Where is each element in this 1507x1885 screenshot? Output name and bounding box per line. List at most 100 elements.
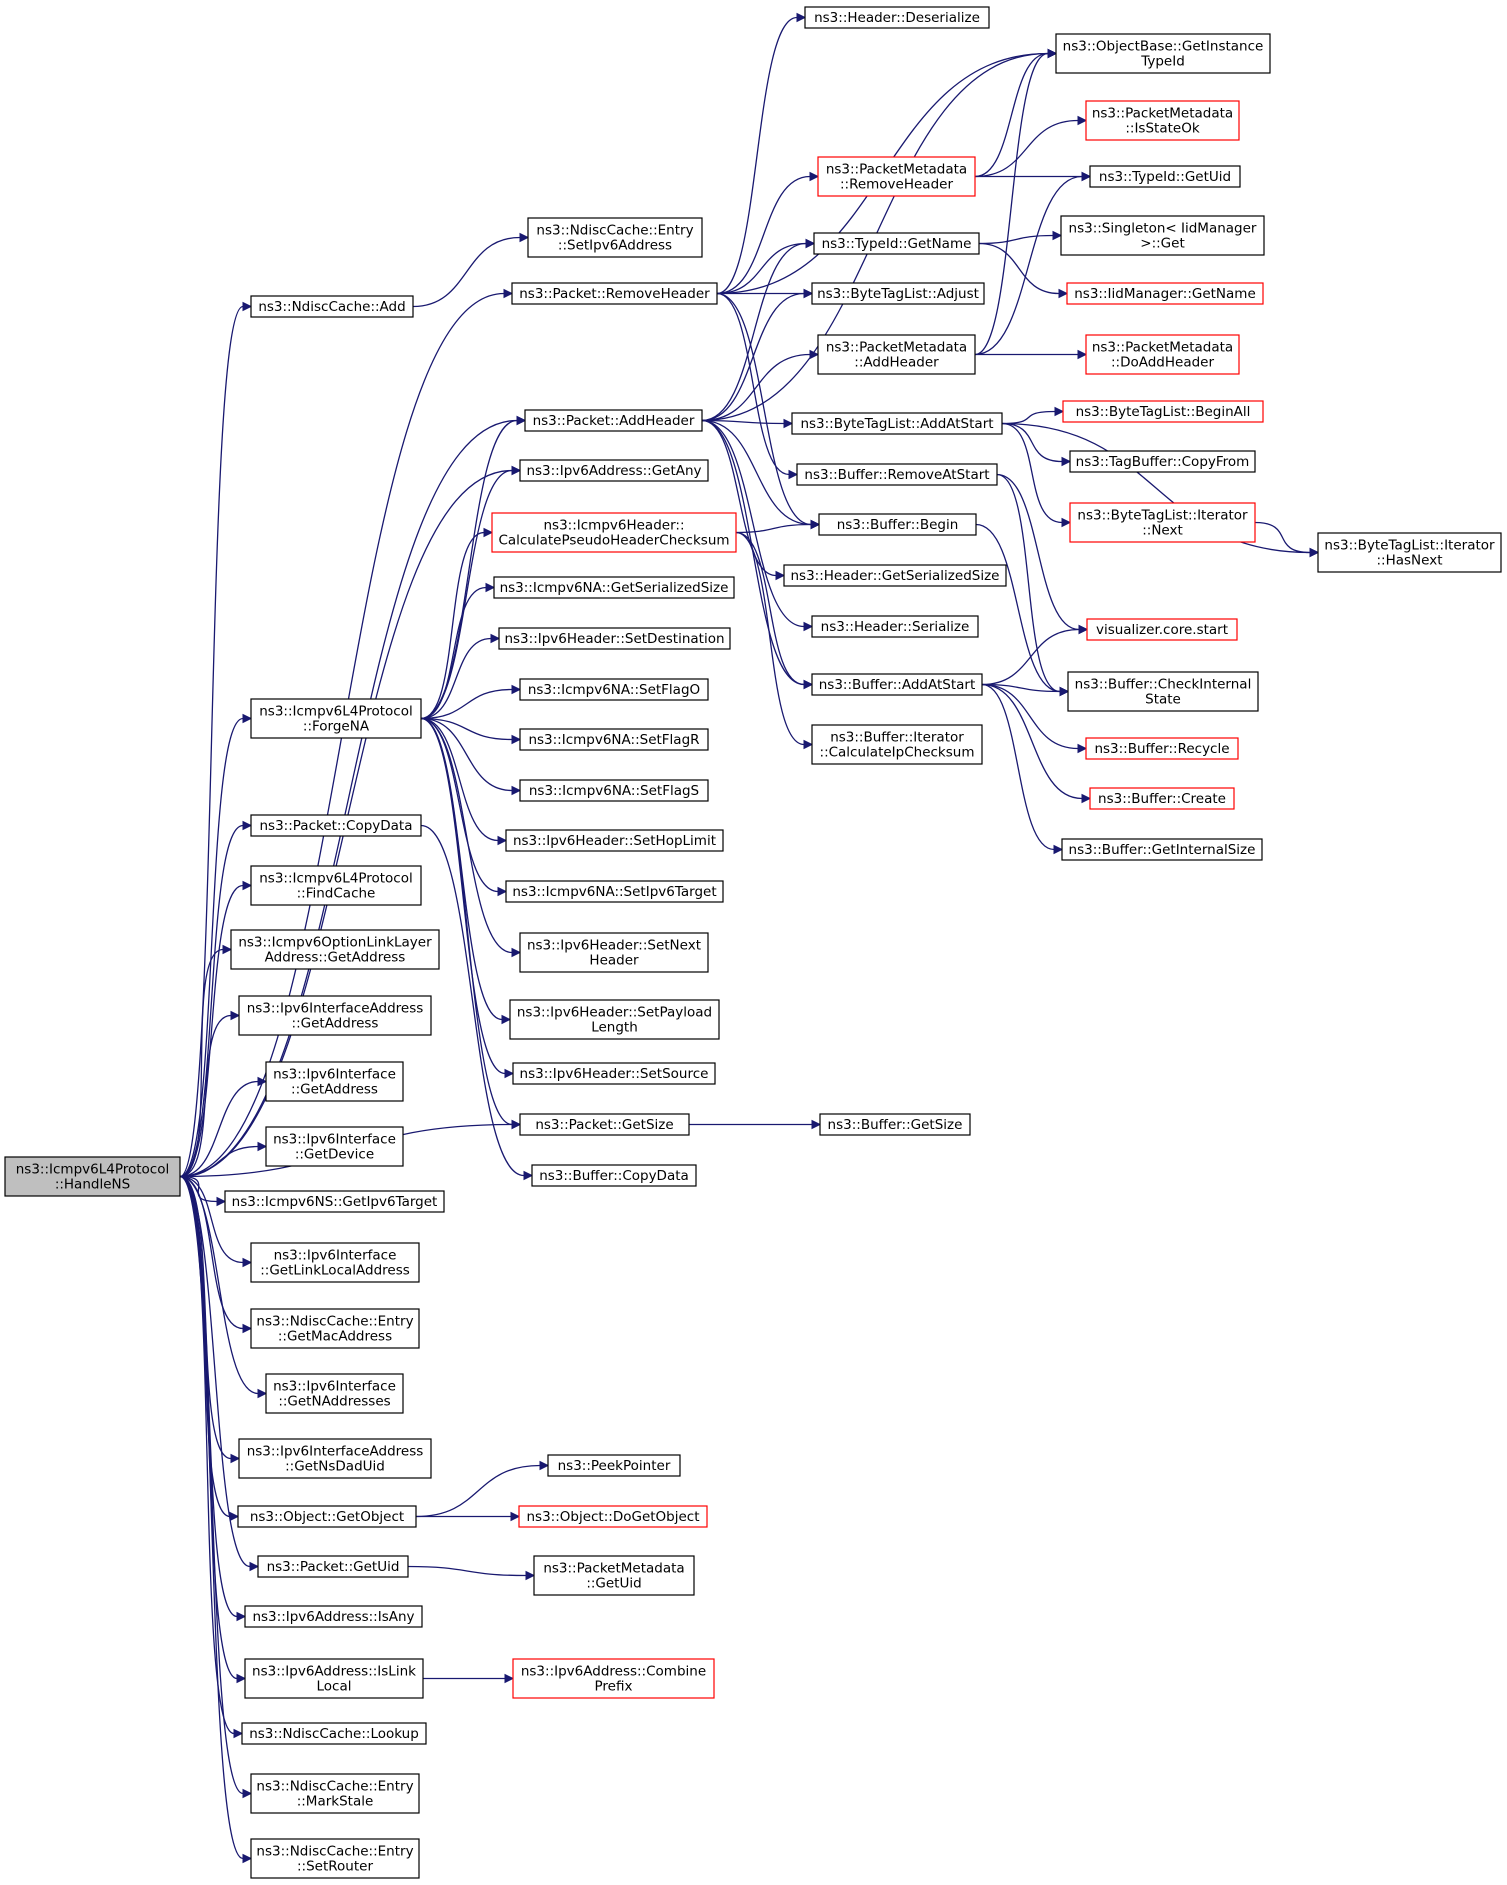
node-label: Header xyxy=(589,953,639,969)
edge-forgena-to-ipv6h-setsource xyxy=(420,717,506,1075)
arrowhead xyxy=(503,288,514,299)
node-buf-getinternalsize[interactable]: ns3::Buffer::GetInternalSize xyxy=(1061,838,1263,861)
node-label: ns3::Header::GetSerializedSize xyxy=(791,568,1000,584)
node-label: ns3::ByteTagList::Adjust xyxy=(817,286,979,302)
node-label: ns3::Buffer::GetInternalSize xyxy=(1069,842,1256,858)
node-iface-getlinklocal[interactable]: ns3::Ipv6Interface::GetLinkLocalAddress xyxy=(250,1242,420,1283)
node-buf-getsize[interactable]: ns3::Buffer::GetSize xyxy=(819,1113,971,1136)
node-na-setflags[interactable]: ns3::Icmpv6NA::SetFlagS xyxy=(519,779,709,802)
node-ndisc-add[interactable]: ns3::NdiscCache::Add xyxy=(250,295,414,318)
node-btl-addatstart[interactable]: ns3::ByteTagList::AddAtStart xyxy=(791,412,1003,435)
node-singleton-get[interactable]: ns3::Singleton< IidManager>::Get xyxy=(1060,215,1265,256)
node-buf-begin[interactable]: ns3::Buffer::Begin xyxy=(818,513,977,536)
node-pkt-copydata[interactable]: ns3::Packet::CopyData xyxy=(250,814,422,837)
node-label: ::GetMacAddress xyxy=(278,1329,392,1345)
node-na-getsersize[interactable]: ns3::Icmpv6NA::GetSerializedSize xyxy=(493,576,735,599)
node-ndisc-lookup[interactable]: ns3::NdiscCache::Lookup xyxy=(241,1722,427,1745)
node-iface-getnaddr[interactable]: ns3::Ipv6Interface::GetNAddresses xyxy=(265,1373,404,1414)
node-label: ns3::Buffer::Recycle xyxy=(1094,741,1229,757)
edge-forgena-to-na-getsersize xyxy=(420,586,487,720)
node-root[interactable]: ns3::Icmpv6L4Protocol::HandleNS xyxy=(4,1156,181,1197)
node-ifaddr-getaddress[interactable]: ns3::Ipv6InterfaceAddress::GetAddress xyxy=(238,995,432,1036)
node-ifaddr-getnsdad[interactable]: ns3::Ipv6InterfaceAddress::GetNsDadUid xyxy=(238,1438,432,1479)
node-entry-markstale[interactable]: ns3::NdiscCache::Entry::MarkStale xyxy=(250,1773,420,1814)
arrowhead xyxy=(242,713,253,724)
node-obj-getobject[interactable]: ns3::Object::GetObject xyxy=(237,1505,417,1528)
node-pm-addheader[interactable]: ns3::PacketMetadata::AddHeader xyxy=(817,334,976,375)
node-btl-beginall[interactable]: ns3::ByteTagList::BeginAll xyxy=(1062,400,1264,423)
node-calc-pseudo[interactable]: ns3::Icmpv6Header::CalculatePseudoHeader… xyxy=(491,512,737,553)
node-pkt-addheader[interactable]: ns3::Packet::AddHeader xyxy=(524,409,703,432)
edge-btl-addatstart-to-btl-iter-next xyxy=(1001,422,1063,524)
node-btl-iter-hasnext[interactable]: ns3::ByteTagList::Iterator::HasNext xyxy=(1317,532,1502,573)
node-label: ns3::ByteTagList::AddAtStart xyxy=(800,416,993,432)
node-buf-recycle[interactable]: ns3::Buffer::Recycle xyxy=(1085,737,1239,760)
node-typeid-getname[interactable]: ns3::TypeId::GetName xyxy=(813,232,980,255)
node-pm-getuid[interactable]: ns3::PacketMetadata::GetUid xyxy=(533,1555,695,1596)
node-ipv6h-setdest[interactable]: ns3::Ipv6Header::SetDestination xyxy=(498,627,731,650)
node-box xyxy=(265,1061,404,1102)
node-optlinklayer[interactable]: ns3::Icmpv6OptionLinkLayerAddress::GetAd… xyxy=(230,929,440,970)
node-label: ns3::Icmpv6NA::SetFlagR xyxy=(528,732,699,748)
node-ipv6h-sethoplimit[interactable]: ns3::Ipv6Header::SetHopLimit xyxy=(505,829,724,852)
node-pm-doaddheader[interactable]: ns3::PacketMetadata::DoAddHeader xyxy=(1085,334,1240,375)
node-vis-start[interactable]: visualizer.core.start xyxy=(1086,618,1238,641)
arrowhead xyxy=(257,1076,268,1087)
node-findcache[interactable]: ns3::Icmpv6L4Protocol::FindCache xyxy=(250,865,422,906)
node-na-setflago[interactable]: ns3::Icmpv6NA::SetFlagO xyxy=(519,678,709,701)
node-buf-create[interactable]: ns3::Buffer::Create xyxy=(1089,787,1235,810)
node-ns-getipv6target[interactable]: ns3::Icmpv6NS::GetIpv6Target xyxy=(224,1190,445,1213)
node-buf-iter-calc[interactable]: ns3::Buffer::Iterator::CalculateIpChecks… xyxy=(811,724,983,765)
node-label: ns3::Singleton< IidManager xyxy=(1069,221,1257,237)
node-hdr-deserialize[interactable]: ns3::Header::Deserialize xyxy=(804,6,990,29)
node-box xyxy=(265,1126,404,1167)
node-btl-iter-next[interactable]: ns3::ByteTagList::Iterator::Next xyxy=(1069,502,1256,543)
node-forgena[interactable]: ns3::Icmpv6L4Protocol::ForgeNA xyxy=(250,698,422,739)
node-pm-removeheader[interactable]: ns3::PacketMetadata::RemoveHeader xyxy=(817,156,976,197)
node-iface-getaddress[interactable]: ns3::Ipv6Interface::GetAddress xyxy=(265,1061,404,1102)
node-iid-getname[interactable]: ns3::IidManager::GetName xyxy=(1066,282,1264,305)
node-iface-getdevice[interactable]: ns3::Ipv6Interface::GetDevice xyxy=(265,1126,404,1167)
node-peekpointer[interactable]: ns3::PeekPointer xyxy=(547,1454,681,1477)
node-btl-adjust[interactable]: ns3::ByteTagList::Adjust xyxy=(811,282,985,305)
node-pm-isstateok[interactable]: ns3::PacketMetadata::IsStateOk xyxy=(1085,100,1240,141)
node-ipv6h-setsource[interactable]: ns3::Ipv6Header::SetSource xyxy=(512,1062,716,1085)
node-buf-addatstart[interactable]: ns3::Buffer::AddAtStart xyxy=(811,673,983,696)
node-label: ns3::Icmpv6L4Protocol xyxy=(259,871,413,887)
node-box xyxy=(250,1308,420,1349)
node-pkt-removeheader[interactable]: ns3::Packet::RemoveHeader xyxy=(511,282,718,305)
node-entry-getmac[interactable]: ns3::NdiscCache::Entry::GetMacAddress xyxy=(250,1308,420,1349)
node-ipv6-getany[interactable]: ns3::Ipv6Address::GetAny xyxy=(519,459,709,482)
node-label: ns3::Icmpv6NA::GetSerializedSize xyxy=(500,580,729,596)
node-tagbuf-copyfrom[interactable]: ns3::TagBuffer::CopyFrom xyxy=(1069,450,1256,473)
edge-buf-begin-to-buf-checkinternal xyxy=(975,523,1061,693)
node-label: ns3::Buffer::GetSize xyxy=(828,1117,963,1133)
node-entry-setrouter[interactable]: ns3::NdiscCache::Entry::SetRouter xyxy=(250,1838,420,1879)
node-entry-setipv6[interactable]: ns3::NdiscCache::Entry::SetIpv6Address xyxy=(527,217,703,258)
node-box xyxy=(804,6,990,29)
node-typeid-getuid[interactable]: ns3::TypeId::GetUid xyxy=(1089,165,1241,188)
node-obj-dogetobject[interactable]: ns3::Object::DoGetObject xyxy=(518,1505,708,1528)
node-pkt-getuid[interactable]: ns3::Packet::GetUid xyxy=(257,1555,409,1578)
node-hdr-serialize[interactable]: ns3::Header::Serialize xyxy=(811,615,979,638)
node-label: TypeId xyxy=(1140,54,1185,70)
node-box xyxy=(244,1658,424,1699)
node-label: ns3::IidManager::GetName xyxy=(1074,286,1256,302)
node-box xyxy=(519,1113,690,1136)
arrowhead xyxy=(511,1119,522,1130)
node-na-setipv6target[interactable]: ns3::Icmpv6NA::SetIpv6Target xyxy=(505,880,724,903)
node-na-setflagr[interactable]: ns3::Icmpv6NA::SetFlagR xyxy=(519,728,709,751)
edge-buf-removeatstart-to-buf-checkinternal xyxy=(996,473,1061,693)
node-buf-copydata[interactable]: ns3::Buffer::CopyData xyxy=(531,1164,697,1187)
node-hdr-getsersize[interactable]: ns3::Header::GetSerializedSize xyxy=(783,564,1007,587)
node-pkt-getsize[interactable]: ns3::Packet::GetSize xyxy=(519,1113,690,1136)
node-buf-removeatstart[interactable]: ns3::Buffer::RemoveAtStart xyxy=(796,463,998,486)
node-ipv6-isany[interactable]: ns3::Ipv6Address::IsAny xyxy=(244,1605,423,1628)
arrowhead xyxy=(1061,456,1072,467)
